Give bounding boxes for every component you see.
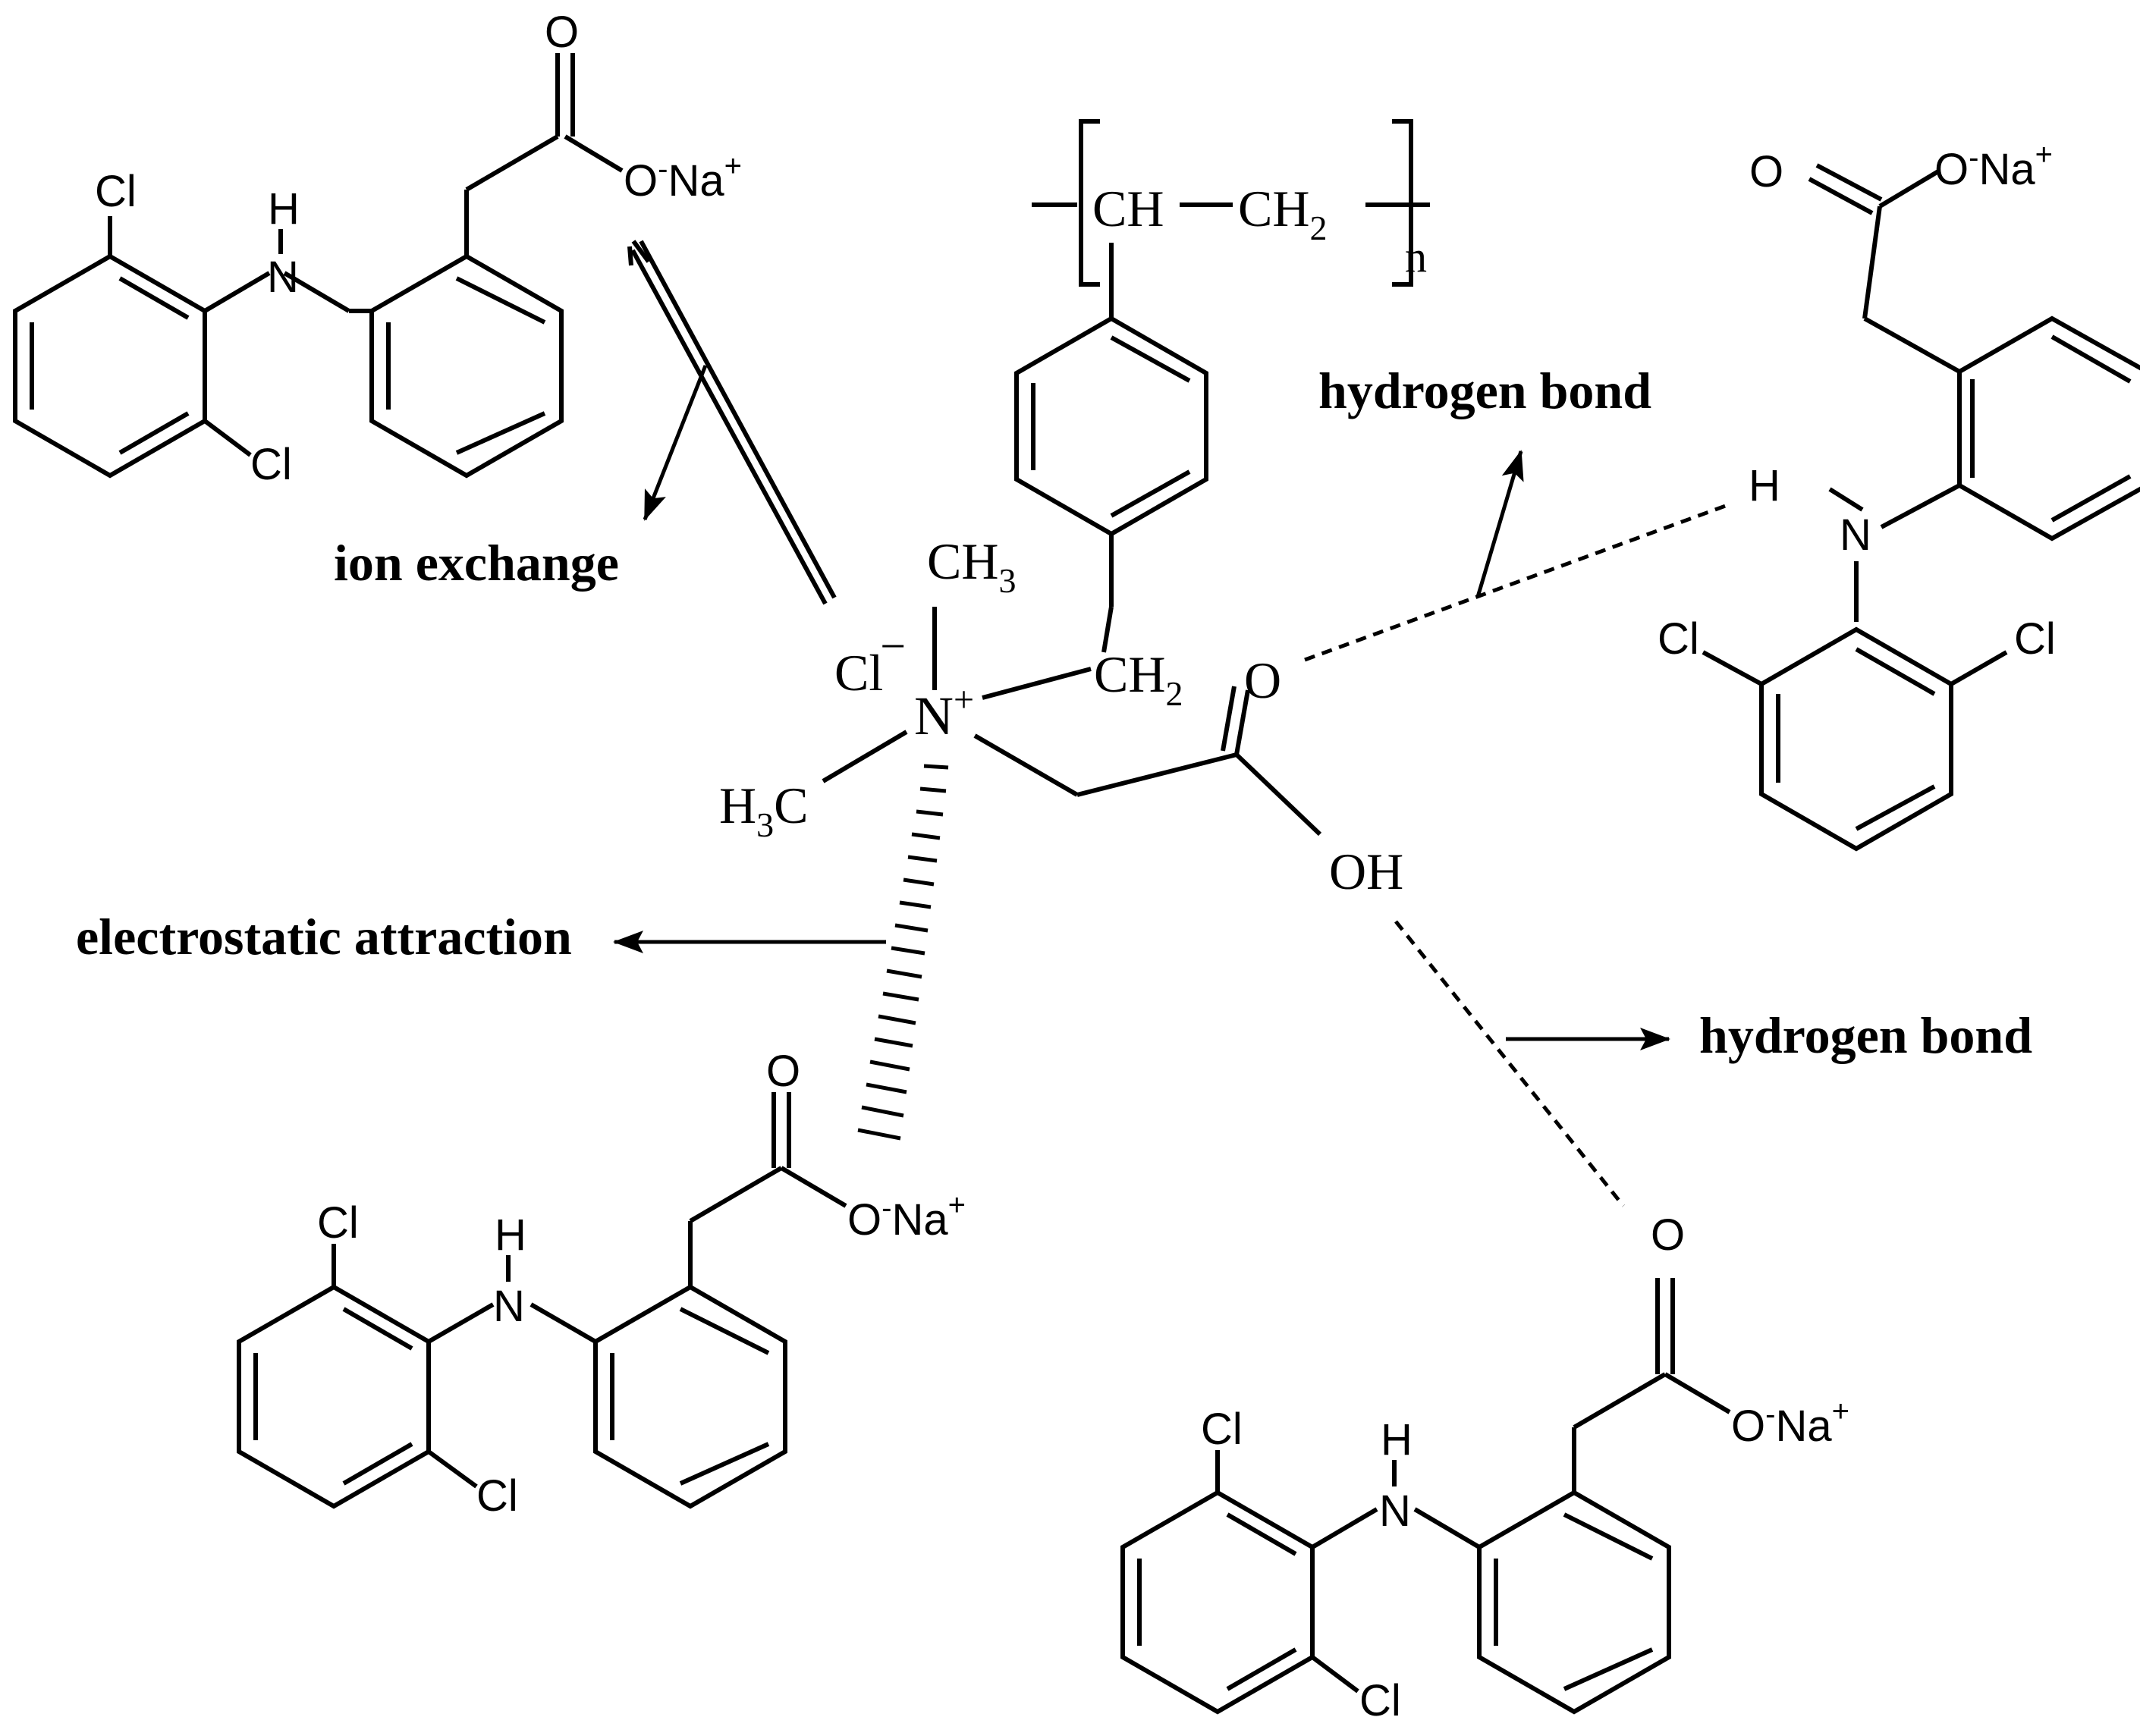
hydrogen-bond-dash-bottom	[1394, 920, 1625, 1207]
hbond-top-pointer	[1475, 450, 1524, 598]
chlorine-atom: Cl	[95, 167, 137, 216]
polymer-ch2: CH2	[1238, 180, 1327, 247]
polymer-repeat-n: n	[1405, 232, 1427, 281]
chlorine-atom: Cl	[1201, 1405, 1243, 1454]
nitrogen-atom: N	[493, 1282, 525, 1331]
oxygen-atom: O	[545, 8, 579, 57]
chlorine-atom: Cl	[2014, 614, 2056, 664]
methyl-group: H3C	[719, 777, 808, 844]
quaternary-nitrogen: N+	[914, 680, 974, 746]
chlorine-atom: Cl	[1359, 1676, 1401, 1725]
oxygen-anion: O-Na+	[847, 1188, 966, 1245]
nitrogen-atom: N	[1840, 510, 1871, 560]
oxygen-anion: O-Na+	[1934, 138, 2053, 194]
hydrogen-bond-label-top: hydrogen bond	[1318, 362, 1651, 419]
diclofenac-molecule-bottom-left: Cl Cl H N O O-Na+	[237, 1047, 966, 1521]
electrostatic-attraction-label: electrostatic attraction	[76, 908, 572, 965]
chlorine-atom: Cl	[317, 1198, 359, 1248]
ion-exchange-equilibrium-arrows	[627, 240, 837, 605]
chlorine-atom: Cl	[476, 1471, 518, 1521]
polymer-ch: CH	[1092, 180, 1164, 237]
oxygen-anion: O-Na+	[1731, 1395, 1849, 1451]
hydrogen-bond-dash-top	[1304, 502, 1730, 662]
hydrogen-atom: H	[1381, 1415, 1413, 1464]
ion-exchange-pointer	[643, 365, 708, 521]
nitrogen-atom: N	[1379, 1486, 1411, 1536]
methyl-group: CH3	[927, 532, 1016, 600]
hydrogen-atom: H	[495, 1210, 526, 1260]
oxygen-atom: O	[766, 1047, 800, 1096]
carbonyl-oxygen: O	[1244, 651, 1281, 709]
hydrogen-atom: H	[268, 184, 300, 234]
chlorine-atom: Cl	[1658, 614, 1699, 664]
oxygen-atom: O	[1749, 147, 1783, 196]
anion-exchange-resin: CH CH2 n CH3 Cl− N+ CH2 H3C O OH	[719, 119, 1430, 1141]
oxygen-anion: O-Na+	[624, 149, 742, 206]
oxygen-atom: O	[1651, 1210, 1685, 1260]
hydrogen-atom: H	[1749, 461, 1780, 510]
hydrogen-bond-label-bottom: hydrogen bond	[1699, 1006, 2032, 1064]
nitrogen-atom: N	[267, 253, 299, 302]
ion-exchange-label: ion exchange	[334, 534, 619, 592]
chloride-counterion: Cl−	[834, 621, 906, 702]
diclofenac-molecule-bottom-right: Cl Cl H N O O-Na+	[1120, 1210, 1849, 1725]
diclofenac-molecule-top-right: O O-Na+ H N Cl Cl	[1658, 138, 2140, 852]
diclofenac-molecule-top-left: Cl Cl H N O O-Na+	[13, 8, 742, 489]
methylene-group: CH2	[1094, 645, 1183, 713]
chlorine-atom: Cl	[250, 440, 292, 489]
hydroxyl-group: OH	[1329, 843, 1403, 900]
electrostatic-hash-bond	[857, 764, 949, 1141]
